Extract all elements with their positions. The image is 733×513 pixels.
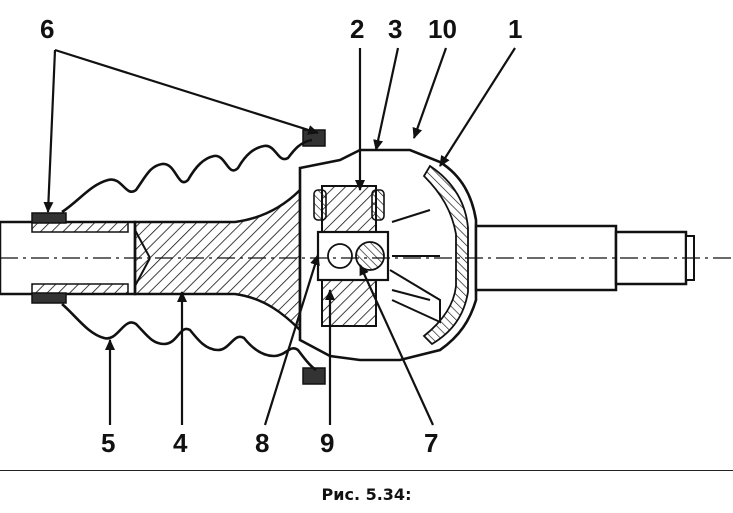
callout-9: 9 — [320, 428, 334, 458]
inner-shaft — [133, 186, 302, 334]
leader-lines — [43, 47, 516, 426]
figure-caption: Рис. 5.34: — [321, 485, 412, 504]
callout-10: 10 — [428, 14, 457, 44]
boot-clamp-left — [31, 212, 67, 304]
caption-divider — [0, 470, 733, 471]
callout-8: 8 — [255, 428, 269, 458]
callout-1: 1 — [508, 14, 522, 44]
spider — [389, 209, 441, 324]
callout-2: 2 — [350, 14, 364, 44]
callout-7: 7 — [424, 428, 438, 458]
callout-3: 3 — [388, 14, 402, 44]
cv-joint-diagram: 6 2 3 10 1 5 4 8 9 7 — [0, 14, 733, 458]
callout-6: 6 — [40, 14, 54, 44]
left-shaft — [0, 220, 137, 296]
callout-4: 4 — [173, 428, 188, 458]
callout-5: 5 — [101, 428, 115, 458]
rollers — [313, 189, 385, 271]
